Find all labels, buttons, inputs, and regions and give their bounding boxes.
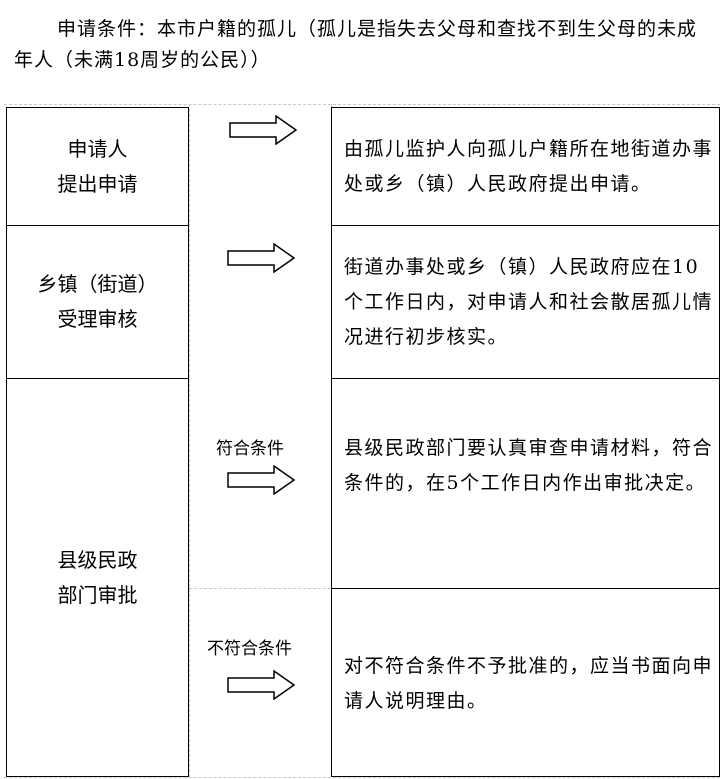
step-label-line: 提出申请 xyxy=(57,171,138,196)
step-description-unqualified: 对不符合条件不予批准的，应当书面向申请人说明理由。 xyxy=(331,588,720,777)
step-township-review-box: 乡镇（街道） 受理审核 xyxy=(6,225,189,379)
step-label-line: 申请人 xyxy=(67,136,128,161)
step-description-applicant: 由孤儿监护人向孤儿户籍所在地街道办事处或乡（镇）人民政府提出申请。 xyxy=(331,107,720,226)
grid-line xyxy=(189,104,190,777)
application-conditions: 申请条件：本市户籍的孤儿（孤儿是指失去父母和查找不到生父母的未成年人（未满18周… xyxy=(14,18,698,71)
step-label-line: 乡镇（街道） xyxy=(37,272,158,296)
step-description-qualified: 县级民政部门要认真审查申请材料，符合条件的，在5个工作日内作出审批决定。 xyxy=(331,378,720,589)
right-arrow-icon xyxy=(229,115,298,145)
grid-line xyxy=(4,104,720,105)
step-description-township-review: 街道办事处或乡（镇）人民政府应在10个工作日内，对申请人和社会散居孤儿情况进行初… xyxy=(331,225,720,379)
step-county-approval-box: 县级民政 部门审批 xyxy=(6,378,189,777)
grid-line xyxy=(189,588,331,589)
right-arrow-icon xyxy=(227,465,296,495)
step-label-line: 受理审核 xyxy=(57,307,138,331)
condition-label-unqualified: 不符合条件 xyxy=(207,639,292,659)
step-label-line: 县级民政 xyxy=(57,547,138,572)
right-arrow-icon xyxy=(227,670,296,700)
step-applicant-box: 申请人 提出申请 xyxy=(6,107,189,226)
step-label-line: 部门审批 xyxy=(57,582,138,607)
condition-label-qualified: 符合条件 xyxy=(216,439,284,459)
grid-line xyxy=(4,777,720,778)
right-arrow-icon xyxy=(227,243,296,273)
